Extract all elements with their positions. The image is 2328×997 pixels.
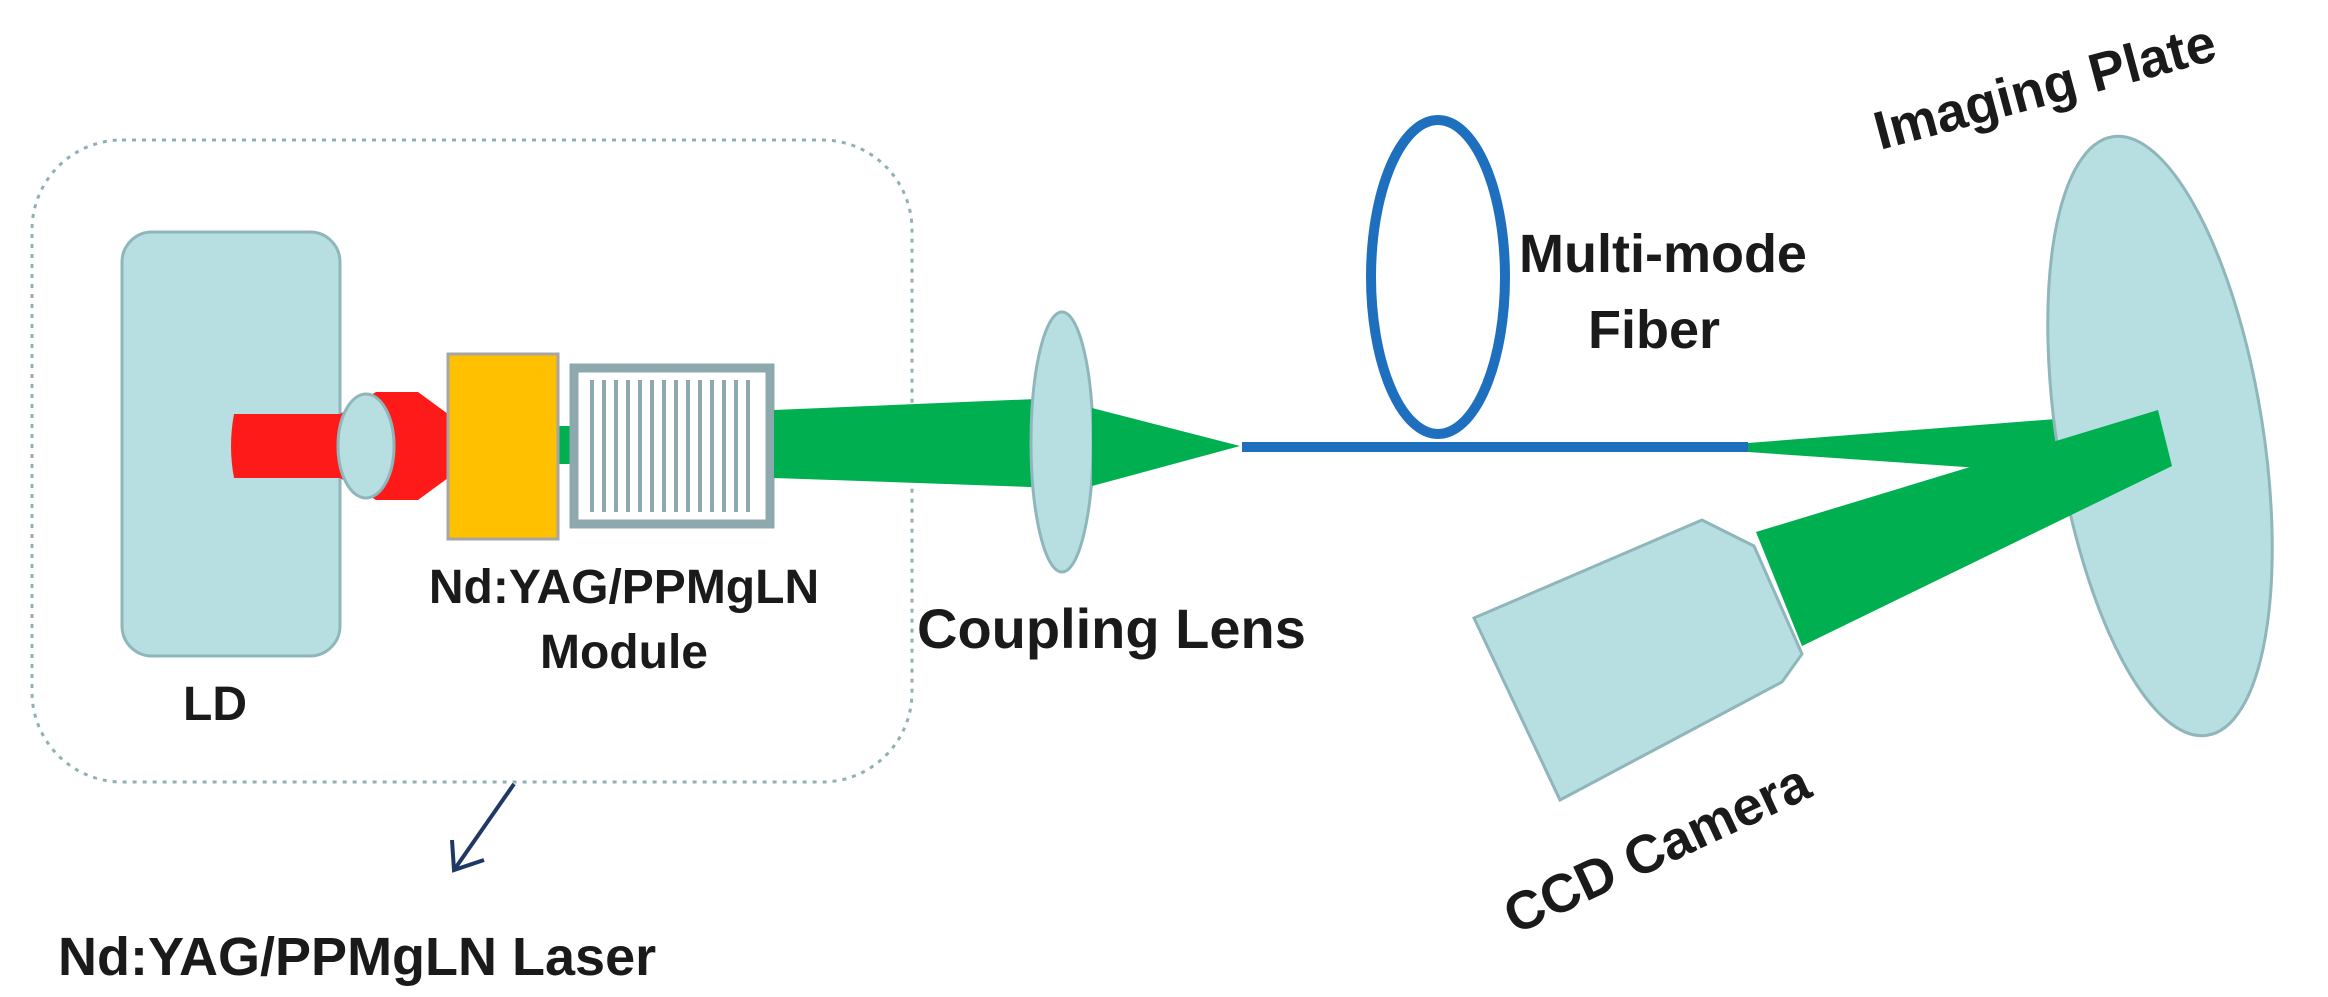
green-beam-collimated [774,398,1060,488]
green-beam-focused [1092,408,1240,486]
imaging-plate-label: Imaging Plate [1868,13,2223,162]
ppmgln-crystal [569,363,775,529]
ndyag-crystal [446,352,560,541]
arrow-down-left-icon [450,782,516,873]
ccd-camera-label: CCD Camera [1495,752,1820,946]
fiber-loop [1366,115,1510,439]
laser-label: Nd:YAG/PPMgLN Laser [58,927,656,987]
ccd-camera [1471,518,1804,803]
green-beam-reflected [1756,410,2172,646]
module-label-line2: Module [540,626,708,679]
coupling-lens-label: Coupling Lens [917,597,1306,660]
module-label-line1: Nd:YAG/PPMgLN [429,561,819,614]
focusing-lens [336,392,396,500]
fiber-label-line1: Multi-mode [1519,224,1807,284]
fiber-label-line2: Fiber [1588,300,1720,360]
coupling-lens [1029,310,1095,574]
ld-label: LD [183,678,247,731]
